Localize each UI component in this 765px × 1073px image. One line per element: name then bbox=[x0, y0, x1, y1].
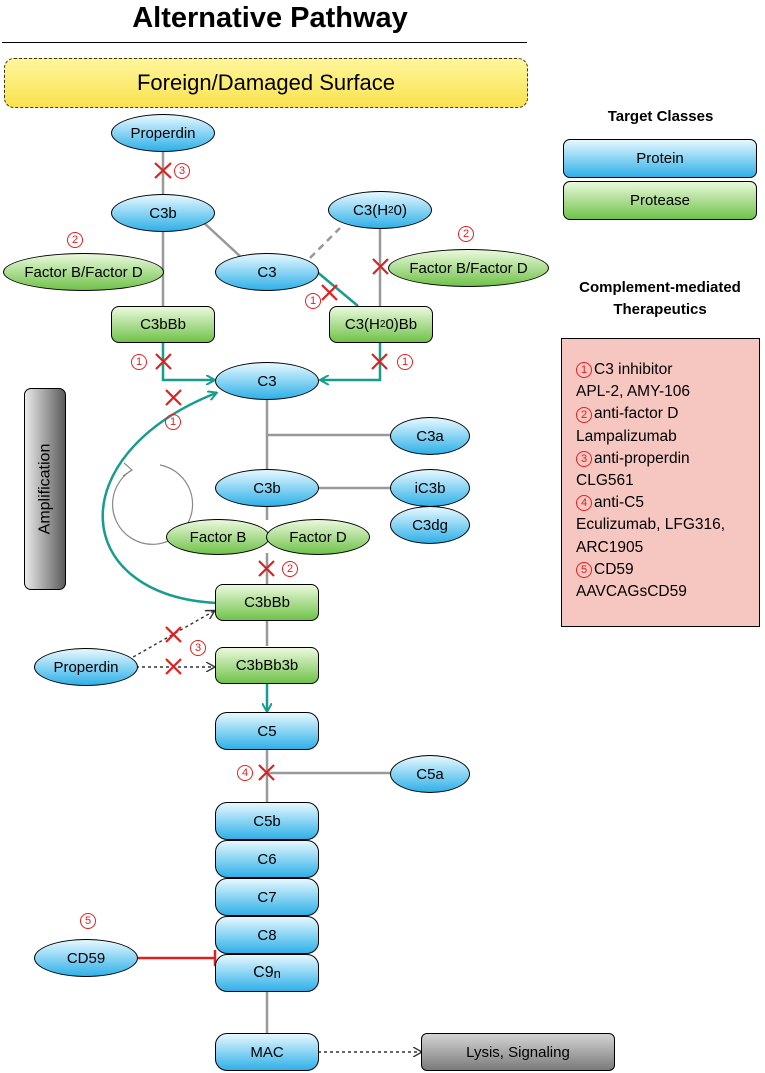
therapeutic-drugs: APL-2, AMY-106 bbox=[576, 383, 691, 401]
diagram-title: Alternative Pathway bbox=[132, 2, 408, 34]
node-properdin-bottom[interactable]: Properdin bbox=[34, 648, 138, 686]
node-c6[interactable]: C6 bbox=[215, 840, 319, 878]
node-c5b[interactable]: C5b bbox=[215, 802, 319, 840]
node-c3dg[interactable]: C3dg bbox=[390, 506, 470, 544]
marker-3: 3 bbox=[190, 640, 206, 656]
node-ic3b[interactable]: iC3b bbox=[390, 469, 470, 507]
node-mac[interactable]: MAC bbox=[215, 1033, 319, 1071]
amplification-label: Amplification bbox=[36, 443, 54, 535]
node-c3bbb3b[interactable]: C3bBb3b bbox=[215, 647, 319, 684]
node-lysis-signaling[interactable]: Lysis, Signaling bbox=[421, 1033, 615, 1071]
node-c3b-top[interactable]: C3b bbox=[111, 194, 215, 232]
marker-2: 2 bbox=[67, 232, 83, 248]
node-c3bbb-left[interactable]: C3bBb bbox=[111, 306, 215, 343]
legend-protein: Protein bbox=[563, 139, 757, 178]
x-mark bbox=[155, 353, 172, 370]
therapeutic-drugs: Lampalizumab bbox=[576, 427, 677, 445]
link-c3-c3h2o bbox=[309, 227, 341, 259]
arrow-c3bbb-c3 bbox=[161, 343, 214, 380]
node-c7[interactable]: C7 bbox=[215, 878, 319, 916]
x-mark bbox=[165, 626, 182, 643]
node-c3bbb[interactable]: C3bBb bbox=[215, 584, 319, 621]
marker-4: 4 bbox=[237, 765, 253, 781]
legend-title: Target Classes bbox=[607, 108, 714, 125]
marker-1: 1 bbox=[165, 414, 181, 430]
arrow-amplification-loop bbox=[101, 393, 216, 605]
title-divider bbox=[2, 42, 527, 43]
marker-2: 2 bbox=[282, 561, 298, 577]
x-mark bbox=[154, 162, 172, 179]
marker-1: 1 bbox=[397, 354, 413, 370]
legend-protease: Protease bbox=[563, 181, 757, 220]
link-c3b-c3 bbox=[202, 221, 243, 259]
therapeutics-title: Complement-mediated Therapeutics bbox=[579, 279, 741, 318]
x-mark bbox=[165, 658, 182, 675]
inhibition-x-marks bbox=[154, 162, 389, 781]
foreign-surface-banner: Foreign/Damaged Surface bbox=[4, 58, 528, 108]
arrow-c3h2obb-c3 bbox=[321, 343, 382, 380]
node-cd59[interactable]: CD59 bbox=[34, 939, 138, 977]
node-c3a[interactable]: C3a bbox=[390, 417, 470, 455]
node-factor-d[interactable]: Factor D bbox=[266, 519, 370, 555]
x-mark bbox=[258, 560, 275, 577]
node-c5[interactable]: C5 bbox=[215, 712, 319, 750]
x-mark bbox=[165, 389, 182, 406]
node-factor-b[interactable]: Factor B bbox=[166, 519, 270, 555]
x-mark bbox=[258, 764, 275, 781]
marker-3: 3 bbox=[174, 163, 190, 179]
node-c3-mid[interactable]: C3 bbox=[215, 362, 319, 400]
therapeutic-drugs: CLG561 bbox=[576, 472, 634, 490]
therapeutic-drugs: AAVCAGsCD59 bbox=[576, 583, 687, 601]
x-mark bbox=[321, 284, 338, 301]
node-c3b-mid[interactable]: C3b bbox=[215, 469, 319, 507]
cycle-icon bbox=[111, 464, 194, 545]
amplification-bar: Amplification bbox=[24, 388, 66, 590]
x-mark bbox=[372, 258, 389, 275]
node-c3-top[interactable]: C3 bbox=[215, 253, 319, 291]
node-factor-bd-right[interactable]: Factor B/Factor D bbox=[388, 249, 549, 287]
node-c5a[interactable]: C5a bbox=[390, 755, 470, 793]
marker-1: 1 bbox=[305, 293, 321, 309]
marker-2: 2 bbox=[458, 226, 474, 242]
marker-5: 5 bbox=[80, 913, 96, 929]
node-properdin-top[interactable]: Properdin bbox=[111, 114, 215, 152]
therapeutic-drugs: Eculizumab, LFG316, ARC1905 bbox=[576, 516, 726, 556]
node-factor-bd-left[interactable]: Factor B/Factor D bbox=[3, 253, 164, 291]
x-mark bbox=[371, 353, 388, 370]
node-c8[interactable]: C8 bbox=[215, 916, 319, 954]
marker-1: 1 bbox=[131, 354, 147, 370]
